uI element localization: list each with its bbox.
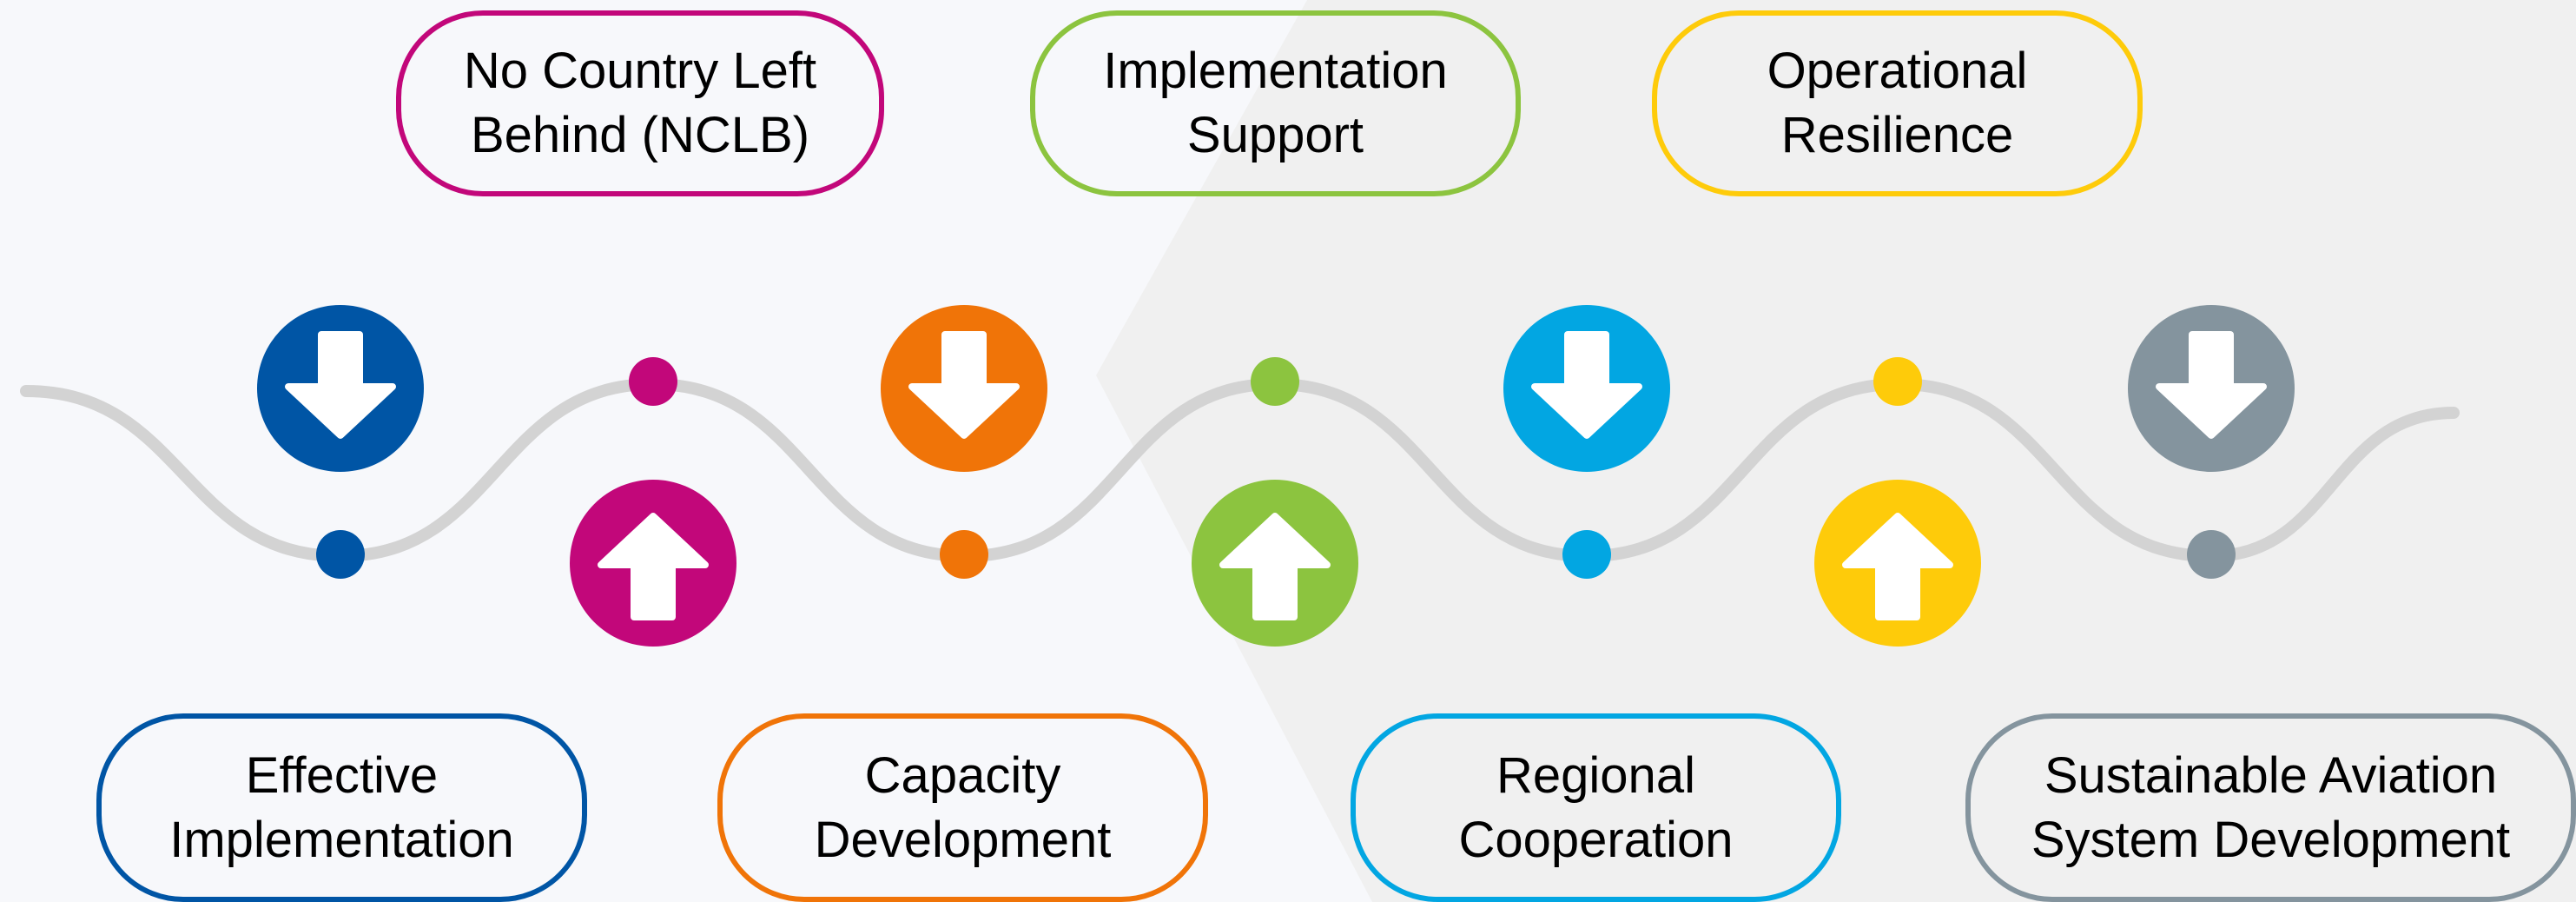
label-effective-implementation-text: Effective Implementation bbox=[169, 746, 514, 868]
arrow-up-icon-nclb bbox=[598, 513, 709, 620]
label-sustainable-aviation-text: Sustainable Aviation System Development bbox=[2031, 746, 2511, 868]
arrow-down-icon-capacity-development bbox=[908, 331, 1020, 439]
label-regional-cooperation: Regional Cooperation bbox=[1351, 713, 1841, 902]
dot-effective-implementation bbox=[316, 530, 365, 579]
label-operational-resilience-text: Operational Resilience bbox=[1767, 43, 2028, 163]
label-regional-cooperation-text: Regional Cooperation bbox=[1458, 746, 1734, 868]
label-operational-resilience: Operational Resilience bbox=[1652, 10, 2143, 196]
arrow-down-icon-regional-cooperation bbox=[1531, 331, 1642, 439]
label-nclb-text: No Country Left Behind (NCLB) bbox=[463, 43, 817, 163]
dot-nclb bbox=[629, 357, 677, 406]
arrow-down-icon-sustainable-aviation bbox=[2156, 331, 2267, 439]
label-effective-implementation: Effective Implementation bbox=[96, 713, 587, 902]
label-capacity-development-text: Capacity Development bbox=[814, 746, 1112, 868]
label-sustainable-aviation: Sustainable Aviation System Development bbox=[1965, 713, 2576, 902]
stage-nodes bbox=[257, 305, 2295, 647]
arrow-down-icon-effective-implementation bbox=[285, 331, 396, 439]
label-implementation-support-text: Implementation Support bbox=[1103, 43, 1448, 163]
dot-sustainable-aviation bbox=[2187, 530, 2236, 579]
dot-operational-resilience bbox=[1873, 357, 1922, 406]
arrow-up-icon-operational-resilience bbox=[1842, 513, 1953, 620]
label-nclb: No Country Left Behind (NCLB) bbox=[396, 10, 884, 196]
label-capacity-development: Capacity Development bbox=[717, 713, 1208, 902]
label-implementation-support: Implementation Support bbox=[1030, 10, 1521, 196]
arrow-up-icon-implementation-support bbox=[1219, 513, 1331, 620]
dot-capacity-development bbox=[940, 530, 988, 579]
dot-regional-cooperation bbox=[1562, 530, 1611, 579]
dot-implementation-support bbox=[1251, 357, 1299, 406]
background-right-panel bbox=[1096, 0, 2576, 902]
